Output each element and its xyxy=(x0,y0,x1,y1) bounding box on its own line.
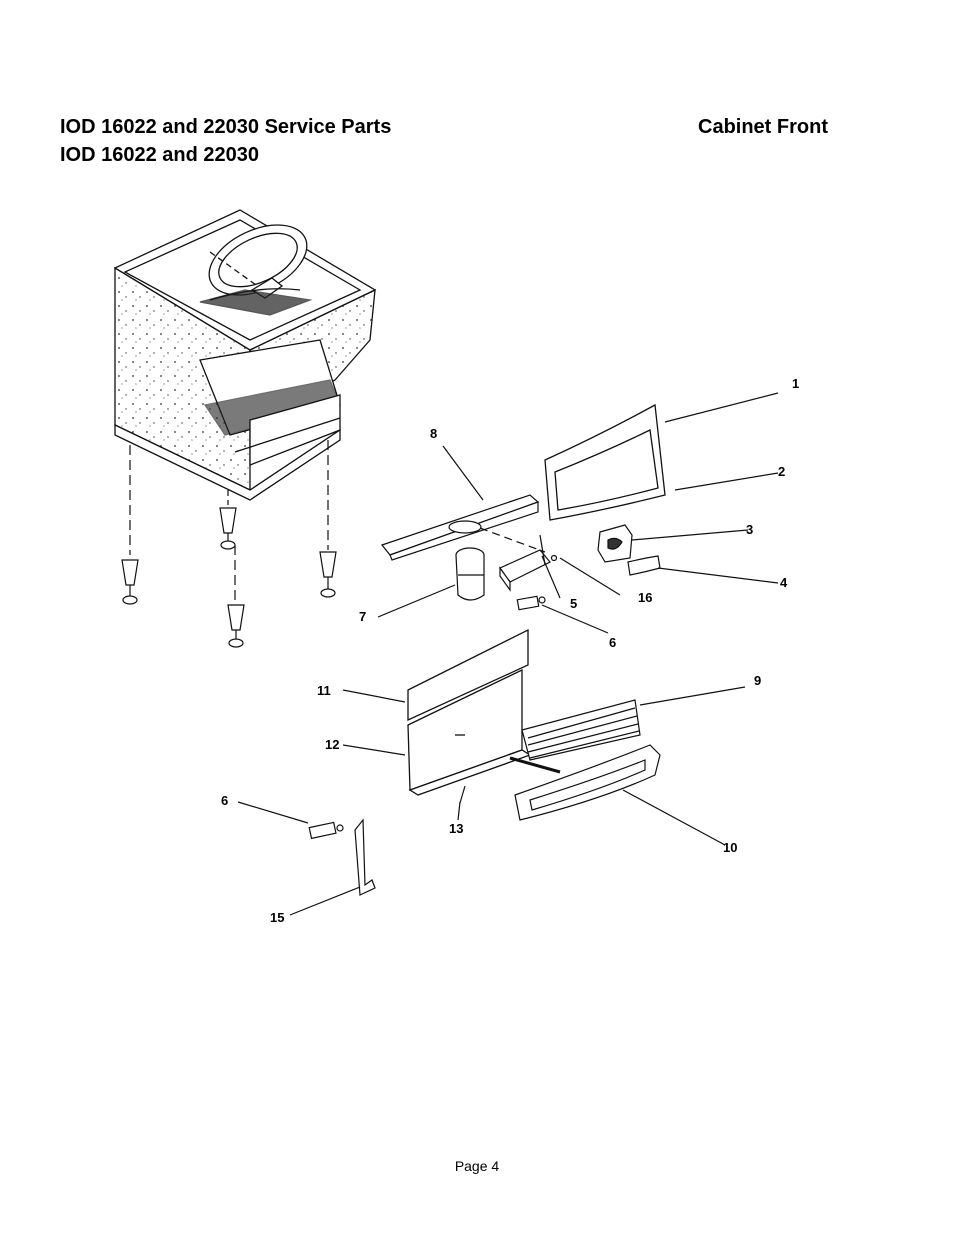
panels-11-12 xyxy=(407,628,532,796)
callout-2: 2 xyxy=(778,464,785,479)
leader-lines xyxy=(237,392,779,916)
callout-8: 8 xyxy=(430,426,437,441)
front-panel-parts xyxy=(544,403,666,521)
exploded-parts-diagram: 1 2 3 4 5 16 6 7 8 11 12 9 13 6 10 15 xyxy=(113,209,799,925)
callout-11: 11 xyxy=(317,683,331,698)
callout-7: 7 xyxy=(359,609,366,624)
callout-4: 4 xyxy=(780,575,788,590)
callout-6-lower: 6 xyxy=(221,793,228,808)
page-number: Page 4 xyxy=(454,1158,500,1174)
switch-and-chute-6-15 xyxy=(308,785,466,896)
cup-part-7 xyxy=(455,547,485,601)
callout-3: 3 xyxy=(746,522,753,537)
callout-6-upper: 6 xyxy=(609,635,616,650)
cabinet-legs xyxy=(121,440,337,648)
section-title: Cabinet Front xyxy=(698,116,828,138)
mount-part-5 xyxy=(499,534,558,592)
callout-labels: 1 2 3 4 5 16 6 7 8 11 12 9 13 6 10 15 xyxy=(221,376,799,925)
callout-13: 13 xyxy=(449,821,463,836)
small-parts-3-4 xyxy=(597,524,661,576)
cabinet-body xyxy=(113,209,377,501)
callout-12: 12 xyxy=(325,737,339,752)
callout-10: 10 xyxy=(723,840,737,855)
callout-1: 1 xyxy=(792,376,799,391)
callout-5: 5 xyxy=(570,596,577,611)
drip-tray-9-10 xyxy=(509,699,661,821)
callout-16: 16 xyxy=(638,590,652,605)
callout-15: 15 xyxy=(270,910,284,925)
switch-part-6-upper xyxy=(516,595,546,611)
document-subtitle: IOD 16022 and 22030 xyxy=(60,144,260,166)
document-title: IOD 16022 and 22030 Service Parts xyxy=(60,116,392,138)
callout-9: 9 xyxy=(754,673,761,688)
bracket-part-8 xyxy=(380,494,546,561)
